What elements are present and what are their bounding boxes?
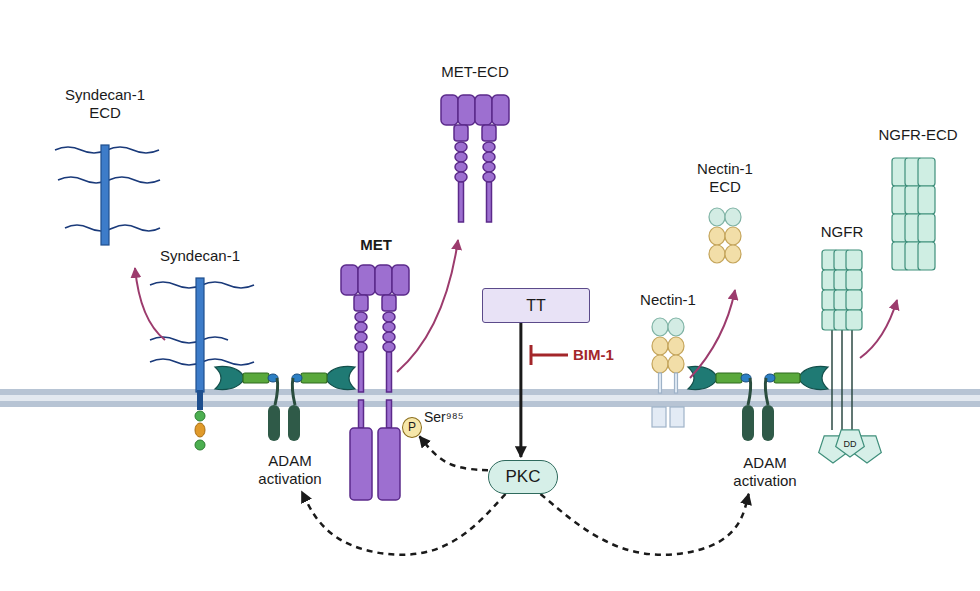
node-text: TT	[526, 296, 546, 315]
adam-label-node: ADAM activation	[238, 451, 342, 489]
shedding-arrows-part	[690, 290, 735, 378]
met-receptor	[341, 265, 409, 500]
nectin-1-protein-part-part	[652, 407, 666, 427]
text-label: BIM-1	[573, 346, 614, 364]
nectin-1-protein-part-part	[659, 373, 662, 393]
text-label: Syndecan-1 ECD	[60, 86, 150, 122]
node-text: ADAM activation	[240, 452, 340, 488]
ngfr-cysteine-repeats-part	[918, 158, 935, 186]
death-domain-pentagon	[836, 430, 865, 457]
nectin-1-protein-part	[652, 318, 684, 373]
phospho-circle: P	[402, 417, 422, 438]
label-text: BIM-1	[573, 346, 614, 363]
ngfr-transmembrane	[832, 330, 852, 430]
ngfr-cysteine-repeats-part	[846, 250, 862, 270]
node-text: PKC	[506, 467, 541, 487]
adam-protease-right-part	[688, 366, 751, 405]
syndecan-1-protein-part	[197, 390, 203, 410]
met-ectodomain-released	[441, 95, 509, 222]
text-label: Nectin-1 ECD	[685, 160, 765, 196]
adam-label-node: ADAM activation	[713, 453, 817, 491]
adam-protease-left-part	[215, 366, 278, 405]
ngfr-transmembrane-part	[851, 330, 853, 430]
label-text: Nectin-1 ECD	[697, 160, 753, 195]
bim-1-inhibition	[531, 345, 568, 365]
shedding-arrows-part	[397, 240, 458, 372]
label-text: NGFR	[821, 223, 864, 240]
shedding-arrows-part	[135, 268, 165, 340]
ngfr-cysteine-repeats	[822, 158, 935, 330]
label-text: Ser⁹⁸⁵	[424, 409, 464, 425]
dashed-activation-arrow	[302, 492, 506, 555]
text-label: MET	[360, 236, 392, 254]
adam-protease-left	[215, 366, 355, 441]
text-label: Ser⁹⁸⁵	[424, 409, 464, 426]
adam-protease-right-part	[742, 405, 774, 441]
nectin-1-ectodomain-released	[709, 208, 741, 263]
met-receptor-part	[341, 265, 409, 392]
label-text: MET	[360, 236, 392, 253]
process-box: TT	[482, 288, 590, 323]
nectin-1-protein-part	[652, 373, 684, 427]
syndecan-1-protein	[150, 278, 254, 450]
syndecan-1-protein-part	[195, 440, 205, 450]
ngfr-transmembrane-part	[841, 330, 843, 430]
shedding-arrows	[135, 240, 897, 378]
syndecan-1-protein-part	[196, 278, 204, 392]
ngfr-cysteine-repeats-part	[918, 186, 935, 214]
met-receptor-part-part	[378, 428, 400, 500]
ngfr-cysteine-repeats-part	[846, 310, 862, 330]
cell-membrane	[0, 389, 980, 407]
cell-membrane-part	[0, 395, 980, 401]
text-label: Nectin-1	[640, 291, 696, 309]
syndecan-1-protein-part	[195, 411, 205, 421]
syndecan-ectodomain-released-part	[101, 145, 109, 245]
adam-protease-left-part	[292, 366, 355, 405]
ngfr-cysteine-repeats-part	[846, 290, 862, 310]
text-label: MET-ECD	[441, 63, 509, 81]
bim-1-inhibition-part	[531, 354, 568, 357]
bim-1-inhibition-part	[530, 345, 533, 365]
text-label: NGFR-ECD	[878, 126, 957, 144]
dashed-activation-arrow	[420, 436, 488, 470]
label-text: Nectin-1	[640, 291, 696, 308]
adam-protease-right	[688, 366, 828, 441]
ngfr-cysteine-repeats-part	[918, 214, 935, 242]
adam-protease-right-part	[765, 366, 828, 405]
dashed-activation-arrow	[541, 494, 749, 555]
met-receptor-part	[350, 400, 400, 500]
syndecan-ectodomain-released	[55, 145, 160, 245]
ngfr-cysteine-repeats-part	[918, 242, 935, 270]
nectin-1-protein	[652, 318, 684, 427]
adam-protease-left-part	[268, 405, 300, 441]
node-text: P	[408, 420, 416, 434]
label-text: Syndecan-1 ECD	[65, 86, 145, 121]
cell-membrane-part	[0, 389, 980, 407]
ngfr-transmembrane-part	[831, 330, 833, 430]
label-text: Syndecan-1	[160, 247, 240, 264]
label-text: MET-ECD	[441, 63, 509, 80]
ngfr-cysteine-repeats-part	[846, 270, 862, 290]
label-text: NGFR-ECD	[878, 126, 957, 143]
node-text: ADAM activation	[715, 454, 815, 490]
met-receptor-part-part	[387, 400, 392, 428]
node-text: DD	[844, 439, 857, 450]
nectin-1-protein-part-part	[675, 373, 678, 393]
connectors	[302, 323, 749, 555]
shedding-arrows-part	[860, 300, 897, 358]
kinase-pill: PKC	[488, 460, 558, 494]
nectin-1-ectodomain-released-part	[709, 208, 741, 263]
met-ectodomain-released-part	[441, 95, 509, 222]
met-receptor-part-part	[359, 400, 364, 428]
death-domain: DD	[818, 418, 882, 470]
activation-arrow	[519, 323, 522, 457]
syndecan-1-protein-part	[195, 423, 205, 437]
text-label: NGFR	[821, 223, 864, 241]
met-receptor-part-part	[350, 428, 372, 500]
nectin-1-protein-part-part	[670, 407, 684, 427]
syndecan-ectodomain-released-part-part	[65, 225, 160, 231]
text-label: Syndecan-1	[160, 247, 240, 265]
